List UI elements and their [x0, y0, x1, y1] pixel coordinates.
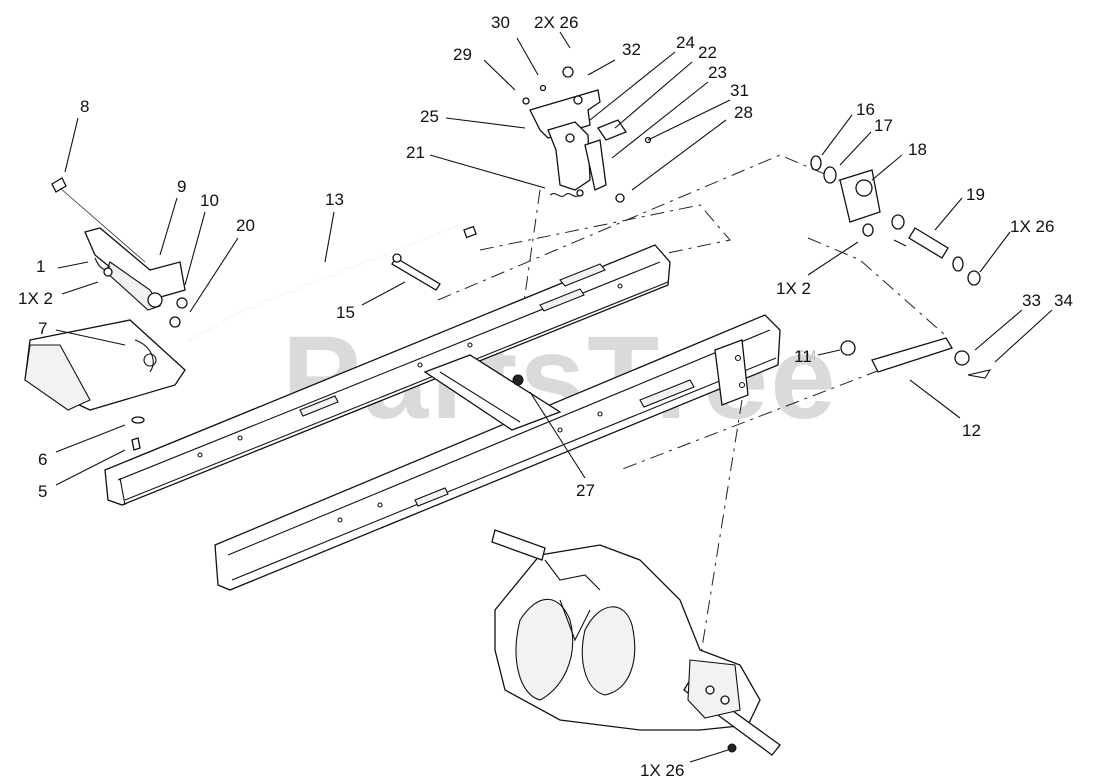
callout-18: 18: [908, 140, 927, 159]
callout-24: 24: [676, 33, 695, 52]
pedal-assembly: [51, 177, 188, 328]
transmission: [491, 529, 781, 756]
callout-17: 17: [874, 116, 893, 135]
callout-33: 33: [1022, 291, 1041, 310]
callout-19: 19: [966, 185, 985, 204]
callout-25: 25: [420, 107, 439, 126]
cross-member: [423, 354, 562, 431]
callout-28: 28: [734, 103, 753, 122]
callout-32: 32: [622, 40, 641, 59]
callout-13: 13: [325, 190, 344, 209]
leader-lines: [55, 31, 1053, 763]
callout-21: 21: [406, 143, 425, 162]
callout-8: 8: [80, 97, 89, 116]
callout-23: 23: [708, 63, 727, 82]
callout-20: 20: [236, 216, 255, 235]
callout-10: 10: [200, 191, 219, 210]
frame-rail-lower: [214, 314, 781, 591]
callout-15: 15: [336, 303, 355, 322]
callout-27: 27: [576, 481, 595, 500]
upper-linkage: [522, 66, 652, 203]
callout-9: 9: [177, 177, 186, 196]
callout-11: 11: [794, 347, 812, 366]
callout-7: 7: [38, 319, 47, 338]
callout-2x26: 2X 26: [534, 13, 578, 32]
control-rod: [189, 224, 477, 341]
callout-1x2-right: 1X 2: [776, 279, 811, 298]
callout-1x26-bottom: 1X 26: [640, 761, 684, 780]
callout-30: 30: [491, 13, 510, 32]
callout-31: 31: [730, 81, 749, 100]
callout-1x2-left: 1X 2: [18, 289, 53, 308]
callout-1x26-right: 1X 26: [1010, 217, 1054, 236]
callout-22: 22: [698, 43, 717, 62]
right-bracket: [714, 339, 749, 406]
callout-34: 34: [1054, 291, 1073, 310]
frame-rail-upper: [104, 244, 671, 506]
callout-labels: 8 9 10 20 1 1X 2 7 6 5 13 15 21 25 29 30…: [18, 13, 1073, 780]
watermark-trademark: TM: [796, 347, 816, 363]
callout-12: 12: [962, 421, 981, 440]
right-shaft-assembly: [810, 155, 981, 286]
callout-6: 6: [38, 450, 47, 469]
callout-5: 5: [38, 482, 47, 501]
callout-29: 29: [453, 45, 472, 64]
bolt-15: [391, 253, 441, 291]
pedal-pad: [24, 319, 186, 451]
callout-1: 1: [36, 257, 45, 276]
callout-16: 16: [856, 100, 875, 119]
cross-shaft: [840, 337, 992, 379]
